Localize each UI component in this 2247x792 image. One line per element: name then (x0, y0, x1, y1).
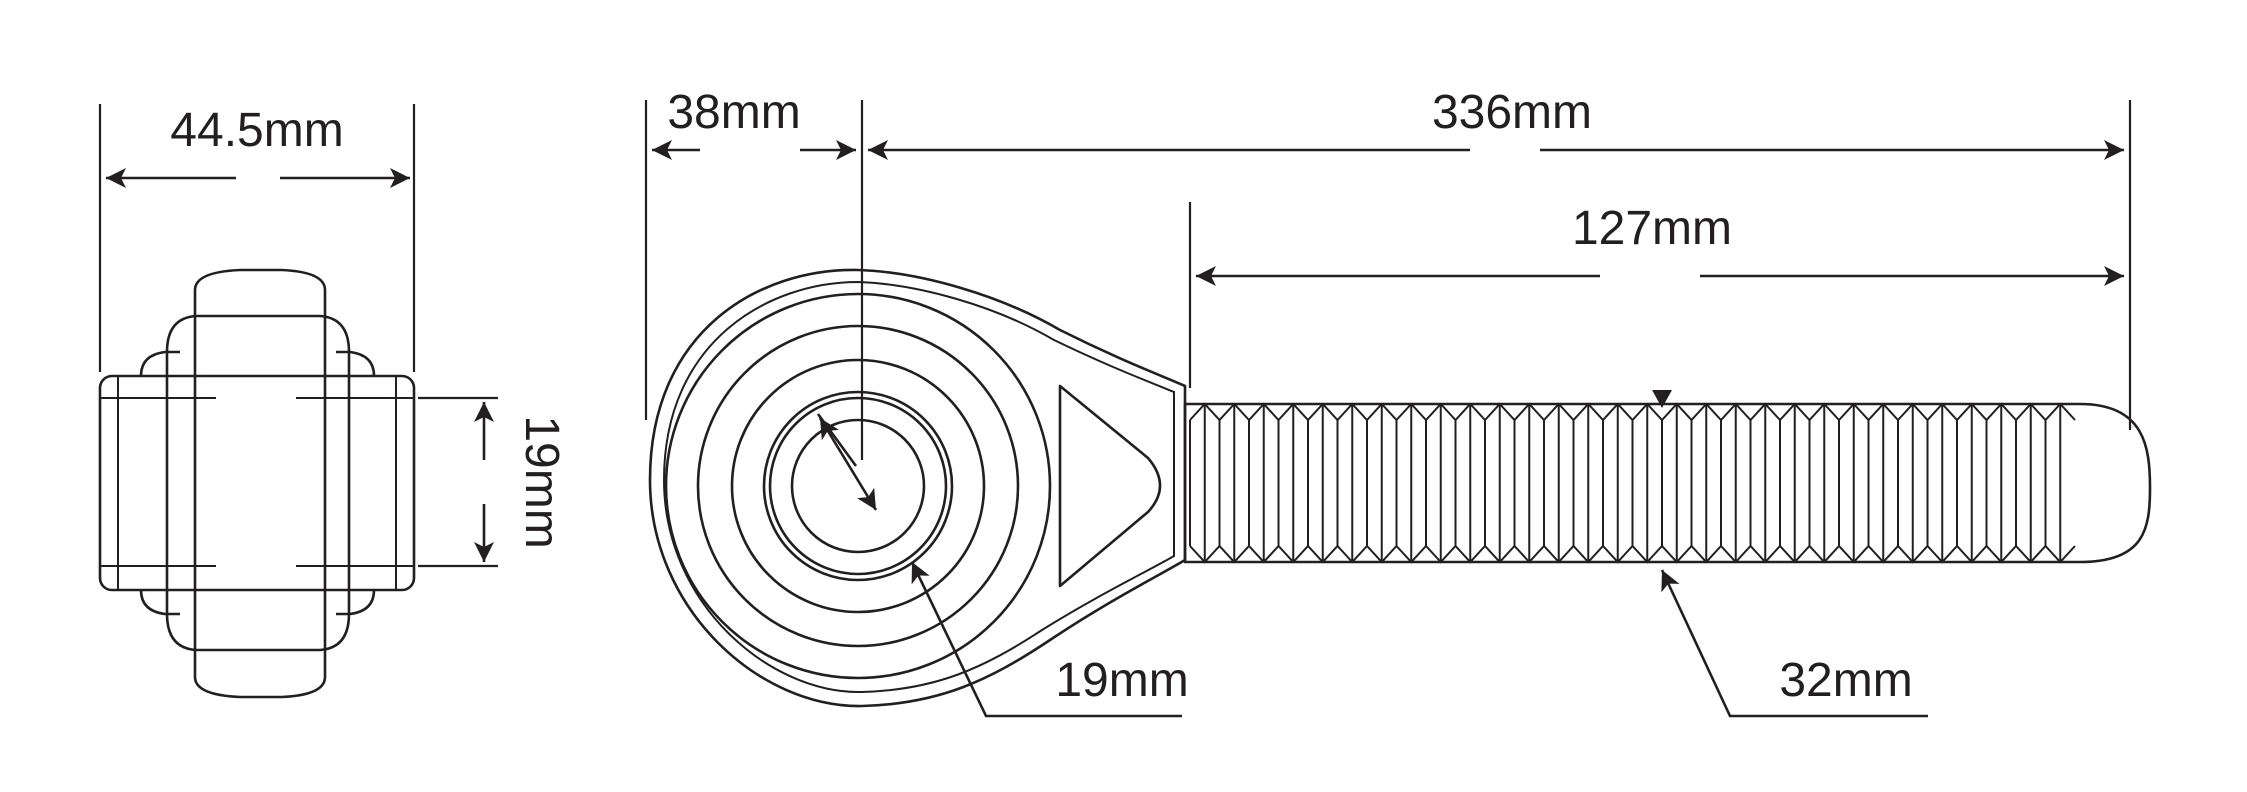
bore-hole (790, 418, 926, 554)
dimension-bore-diameter: 19mm (816, 413, 1189, 718)
dimension-label-bore-diameter: 19mm (1055, 654, 1188, 707)
ring-outline (193, 268, 327, 699)
side-view-body (98, 268, 416, 699)
dimension-eye-offset: 38mm (644, 86, 864, 460)
shank-outline (1183, 402, 2152, 564)
front-view: 38mm 336mm 127mm 19mm 32mm (644, 86, 2152, 718)
race-ring-2 (696, 324, 1020, 648)
threaded-shank (1183, 402, 2152, 564)
dimension-label-overall-length: 336mm (1432, 86, 1592, 139)
housing-outline (165, 314, 351, 652)
bore-diameter-leader (910, 561, 1182, 718)
thread-lines (1189, 404, 2062, 562)
dimension-bore-side: 19mm (418, 396, 568, 568)
bore-ring (768, 396, 948, 576)
dimension-end-width: 44.5mm (98, 104, 416, 372)
dimension-label-bore-side: 19mm (515, 415, 568, 548)
dimension-label-eye-offset: 38mm (667, 86, 800, 139)
ball-outline (762, 390, 954, 582)
bore-diameter-arrow (818, 417, 878, 511)
dimension-overall-length: 336mm (868, 86, 2132, 430)
eye-housing-outline (648, 268, 1187, 708)
neck-taper (1058, 384, 1162, 588)
thread-diameter-leader (1660, 569, 1928, 718)
eye-housing-inner-outline (662, 280, 1175, 694)
race-ring-outer (664, 292, 1052, 680)
race-ring-3 (730, 358, 986, 614)
dimension-thread-length: 127mm (1188, 202, 2124, 388)
shoulder-top (139, 350, 376, 377)
shoulder-bottom (139, 589, 376, 616)
side-view: 44.5mm 19mm (98, 104, 568, 699)
dimension-label-thread-diameter: 32mm (1779, 654, 1912, 707)
dimension-thread-diameter: 32mm (1652, 390, 1928, 718)
dimension-label-end-width: 44.5mm (170, 104, 343, 157)
bushing-outline (98, 374, 416, 592)
thread-diameter-top-marker (1652, 390, 1672, 408)
dimension-label-thread-length: 127mm (1572, 202, 1732, 255)
